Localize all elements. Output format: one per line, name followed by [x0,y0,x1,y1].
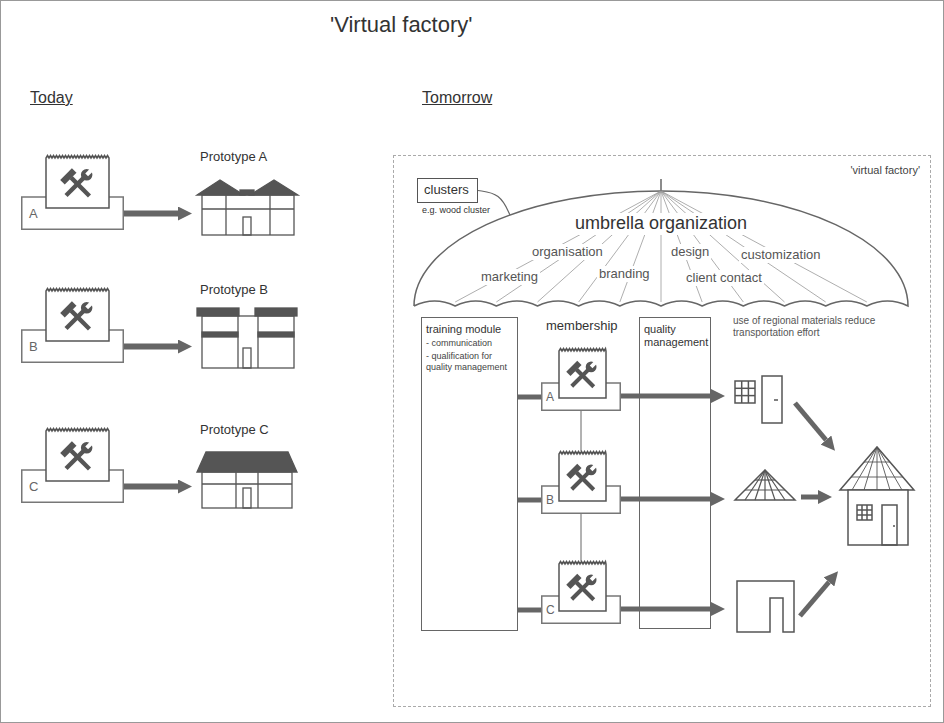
box-heading: quality management [644,323,706,349]
factory-letter: C [29,479,38,495]
quality-box: quality management [639,317,711,629]
connector [581,514,582,561]
house [840,447,914,545]
cluster-caption: e.g. wood cluster [420,205,492,216]
umbrella-function: organisation [530,244,605,260]
training-box: training module - communication - qualific… [421,317,518,631]
section-heading: Tomorrow [422,88,492,107]
factory-letter: A [29,206,38,222]
factory-box: C [21,428,124,503]
diagram-title: 'Virtual factory' [330,12,473,38]
cluster-box: clusterse.g. wood cluster [417,178,478,203]
connector [581,411,582,451]
prototype-house: Prototype C [192,420,302,510]
box-heading: training module [426,323,513,336]
umbrella-function: client contact [684,270,764,286]
note-text: use of regional materials reduce transpo… [733,315,898,339]
box-text: - qualification for quality management [426,351,513,373]
column-label: membership [546,318,618,334]
region-label: 'virtual factory' [850,164,920,177]
connector [518,395,541,400]
node-outline [413,176,913,311]
box-text: - communication [426,338,513,349]
umbrella-function: customization [739,247,822,263]
roof-part [735,470,795,500]
factory-box: C [541,561,621,624]
umbrella-function: marketing [479,269,540,285]
prototype-label: Prototype A [200,149,267,165]
factory-letter: B [546,493,554,507]
factory-letter: B [29,339,38,355]
umbrella-function: branding [597,266,652,282]
factory-box: A [541,348,621,411]
umbrella-title: umbrella organization [573,213,749,235]
factory-box: B [541,451,621,514]
cluster-label: clusters [418,179,475,201]
connector [124,484,178,490]
factory-box: A [21,155,124,230]
prototype-label: Prototype B [200,282,268,298]
prototype-house: Prototype B [192,280,302,370]
virtual-factory-region: 'virtual factory'clusterse.g. wood clust… [393,155,931,707]
prototype-label: Prototype C [200,422,269,438]
umbrella-function: design [669,244,711,260]
section-heading: Today [30,88,73,107]
factory-output-arrows [620,396,711,609]
connector [124,344,178,350]
window-door-part [735,376,782,423]
umbrella-shape: umbrella organization organisation design c… [413,176,913,311]
factory-letter: C [546,603,555,617]
factory-letter: A [546,390,554,404]
assembly-arrows [795,403,829,616]
prototype-house: Prototype A [192,147,302,237]
factory-box: B [21,288,124,363]
connector [124,211,178,217]
connector [518,498,541,503]
connector [518,608,541,613]
wall-part [737,581,794,632]
